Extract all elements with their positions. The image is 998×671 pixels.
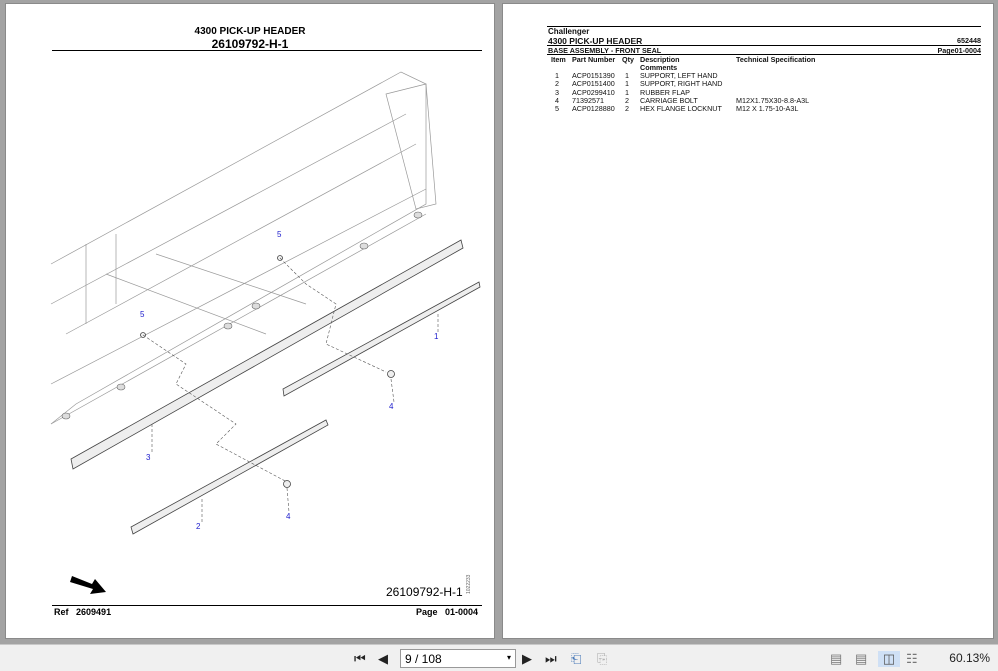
cell-part: ACP0299410 (572, 87, 615, 97)
cell-item: 1 (555, 71, 559, 80)
rubber-flap-part (70, 239, 464, 470)
facing-icon[interactable]: ◫ (878, 651, 900, 667)
col-comments: Comments (640, 63, 678, 72)
ref-label: Ref (54, 607, 69, 617)
page-label: Page (415, 607, 438, 617)
page-number-input[interactable]: 9 / 108 ▾ (400, 649, 516, 668)
doc-number: 652448 (957, 36, 981, 45)
left-page-drawing: 4300 PICK-UP HEADER 26109792-H-1 (5, 3, 495, 639)
cell-qty: 2 (625, 95, 629, 105)
page-dropdown-icon[interactable]: ▾ (506, 653, 511, 662)
previous-view-icon[interactable]: ⎗ (571, 651, 582, 666)
callout-1: 1 (434, 332, 439, 341)
page-number-value[interactable]: 9 / 108 (405, 652, 442, 666)
callout-5a: 5 (277, 230, 282, 239)
col-description: Description (640, 55, 680, 64)
page-value: 01-0004 (444, 607, 478, 617)
cell-qty: 1 (625, 71, 629, 80)
vertical-code: 1022233 (466, 574, 472, 594)
prev-page-icon[interactable]: ◀ (378, 651, 388, 666)
exploded-parts-diagram: 5 5 1 4 3 2 4 (50, 71, 481, 594)
continuous-facing-icon[interactable]: ☷ (906, 651, 918, 666)
ref-value: 2609491 (76, 607, 112, 617)
model: 4300 PICK-UP HEADER (548, 36, 643, 46)
callout-4a: 4 (389, 402, 394, 411)
support-left-part (130, 419, 329, 535)
cell-qty: 1 (625, 79, 629, 89)
cell-desc: SUPPORT, RIGHT HAND (640, 79, 723, 89)
col-qty: Qty (622, 55, 634, 64)
section-title: BASE ASSEMBLY - FRONT SEAL (548, 46, 662, 55)
pdf-viewer-toolbar: ⏮ ◀ 9 / 108 ▾ ▶ ⏭ ⎗ ⎘ ▤ ▤ ◫ ☷ 60.13% (0, 644, 998, 671)
callout-5b: 5 (140, 310, 145, 319)
support-right-part (282, 281, 481, 397)
direction-arrow-icon (70, 576, 106, 594)
continuous-icon[interactable]: ▤ (855, 651, 868, 666)
cell-qty: 2 (625, 104, 629, 114)
page-ref: Page01-0004 (937, 46, 981, 55)
cell-item: 2 (555, 79, 559, 89)
callout-2: 2 (196, 522, 201, 531)
first-page-icon[interactable]: ⏮ (354, 651, 366, 666)
cell-item: 3 (555, 87, 559, 97)
drawing-title: 4300 PICK-UP HEADER (194, 26, 306, 37)
cell-spec: M12 X 1.75-10-A3L (736, 104, 799, 114)
cell-desc: HEX FLANGE LOCKNUT (640, 104, 722, 114)
footer-rule (52, 605, 482, 606)
cell-item: 4 (555, 95, 559, 105)
last-page-icon[interactable]: ⏭ (545, 651, 557, 666)
cell-desc: RUBBER FLAP (640, 87, 690, 97)
callout-3: 3 (146, 453, 151, 462)
cell-part: ACP0128880 (572, 104, 615, 114)
header-rule (52, 50, 482, 51)
col-part-number: Part Number (572, 55, 616, 64)
cell-part: 71392571 (572, 95, 604, 105)
col-item: Item (551, 55, 566, 64)
drawing-number: 26109792-H-1 (211, 37, 289, 51)
callout-4b: 4 (286, 512, 291, 521)
col-tech-spec: Technical Specification (736, 55, 816, 64)
cell-item: 5 (555, 104, 559, 114)
brand: Challenger (548, 27, 590, 36)
single-page-icon[interactable]: ▤ (830, 651, 843, 666)
cell-qty: 1 (625, 87, 629, 97)
cell-desc: SUPPORT, LEFT HAND (640, 71, 718, 80)
next-page-icon[interactable]: ▶ (522, 651, 532, 666)
cell-spec: M12X1.75X30-8.8-A3L (736, 95, 810, 105)
zoom-level[interactable]: 60.13% (949, 651, 990, 665)
cell-desc: CARRIAGE BOLT (640, 95, 698, 105)
right-page-parts-list: Challenger 4300 PICK-UP HEADER 652448 BA… (502, 3, 994, 639)
cell-part: ACP0151390 (572, 71, 615, 80)
drawing-caption: 26109792-H-1 (386, 585, 463, 599)
cell-part: ACP0151400 (572, 79, 615, 89)
next-view-icon[interactable]: ⎘ (597, 651, 608, 666)
